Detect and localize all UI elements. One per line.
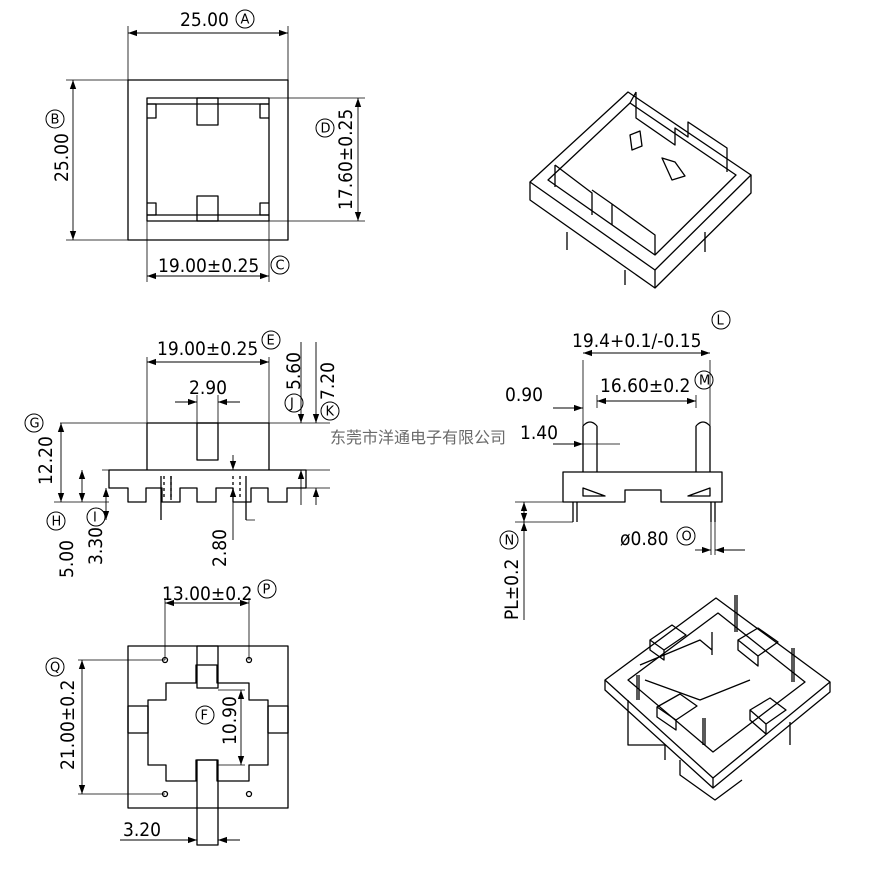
bubble-p — [257, 579, 277, 599]
bubble-g — [24, 413, 44, 433]
bubble-q — [45, 657, 65, 677]
side-wall2-label: 1.40 — [520, 422, 558, 444]
front-h2-label: 7.20 — [317, 362, 339, 400]
bubble-m-letter: M — [699, 374, 710, 389]
front-pin-label: 2.80 — [209, 529, 231, 567]
bubble-b-letter: B — [51, 113, 60, 128]
bottom-window-label: 10.90 — [219, 696, 241, 745]
bubble-o — [676, 526, 696, 546]
bubble-l — [711, 310, 731, 330]
bottom-view — [45, 579, 289, 846]
top-inner-height-label: 17.60±0.25 — [335, 109, 357, 210]
bubble-p-letter: P — [263, 583, 271, 598]
front-width-label: 19.00±0.25 — [157, 338, 258, 360]
front-height-label: 12.20 — [35, 436, 57, 485]
bubble-i-letter: I — [93, 511, 97, 526]
watermark: 东莞市洋通电子有限公司 — [330, 428, 506, 447]
top-width-label: 25.00 — [180, 9, 229, 31]
bubble-f-letter: F — [201, 709, 208, 724]
front-base-label: 5.00 — [56, 540, 78, 578]
bubble-n — [499, 530, 519, 550]
iso-view-top — [529, 91, 752, 289]
bubble-b — [45, 109, 65, 129]
bubble-i — [86, 507, 106, 527]
top-inner-width-label: 19.00±0.25 — [158, 255, 259, 277]
bubble-g-letter: G — [30, 417, 40, 432]
bottom-slot-label: 3.20 — [123, 819, 161, 841]
bubble-k — [320, 401, 340, 421]
bottom-depth-label: 21.00±0.2 — [57, 680, 79, 770]
bubble-c-letter: C — [276, 259, 285, 274]
bubble-q-letter: Q — [50, 661, 60, 676]
front-h1-label: 5.60 — [283, 352, 305, 390]
front-view — [24, 330, 340, 540]
bubble-h — [46, 511, 66, 531]
bubble-m — [694, 370, 714, 390]
bubble-j — [284, 393, 304, 413]
side-pl-label: PL±0.2 — [501, 559, 523, 620]
bubble-e — [261, 330, 281, 350]
bubble-j-letter: J — [289, 397, 294, 412]
front-slot-label: 2.90 — [189, 377, 227, 399]
bottom-pin-span-label: 13.00±0.2 — [162, 583, 252, 605]
bubble-a-letter: A — [241, 13, 250, 28]
bubble-d-letter: D — [321, 122, 331, 137]
top-height-label: 25.00 — [51, 133, 73, 182]
side-inner-label: 16.60±0.2 — [600, 375, 690, 397]
side-pin-dia-label: ø0.80 — [620, 528, 669, 550]
side-view — [499, 310, 745, 620]
bubble-l-letter: L — [717, 314, 725, 329]
top-view — [45, 9, 365, 282]
side-outer-label: 19.4+0.1/-0.15 — [572, 330, 702, 352]
bubble-n-letter: N — [505, 534, 515, 549]
bubble-a — [235, 9, 255, 29]
bubble-k-letter: K — [326, 405, 335, 420]
bubble-o-letter: O — [682, 530, 692, 545]
iso-view-bottom — [604, 595, 831, 801]
side-wall-label: 0.90 — [505, 384, 543, 406]
bubble-d — [315, 118, 335, 138]
bubble-h-letter: H — [52, 515, 62, 530]
bubble-c — [270, 255, 290, 275]
bubble-e-letter: E — [267, 334, 275, 349]
bubble-f — [195, 705, 215, 725]
front-pin-offset-label: 3.30 — [85, 527, 107, 565]
